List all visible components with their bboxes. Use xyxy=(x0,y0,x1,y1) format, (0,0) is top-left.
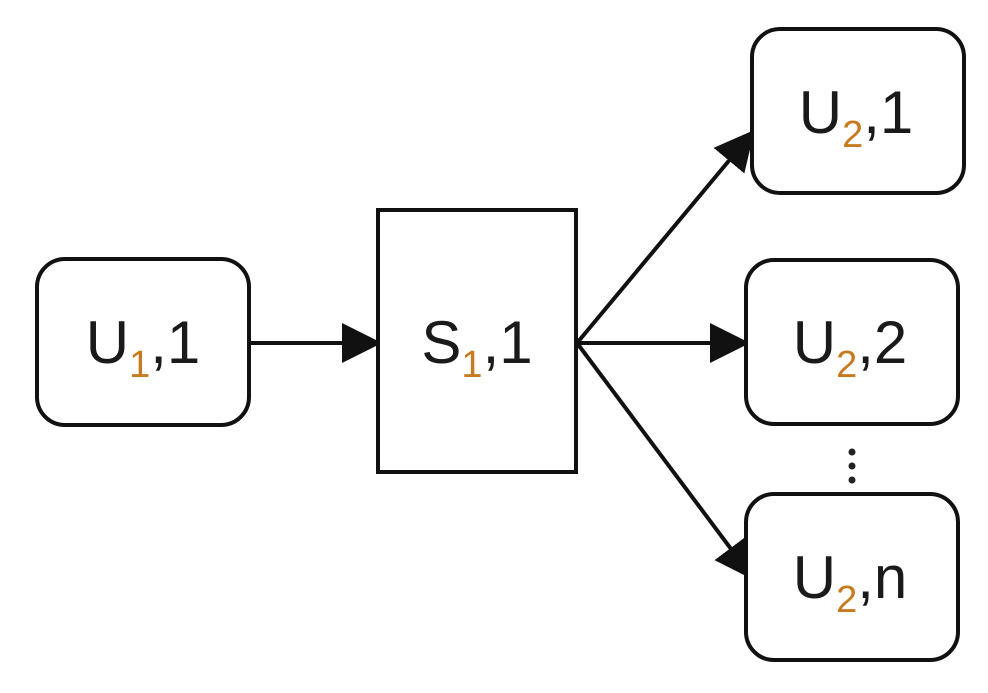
node-u1-1-box xyxy=(35,257,251,427)
node-s1-1-box xyxy=(376,208,578,474)
node-u2-1-box xyxy=(750,27,966,195)
node-u2-1-label: U2,1 xyxy=(799,79,914,156)
node-u2-2-box xyxy=(744,258,960,426)
node-u1-1: U1,1 xyxy=(35,257,251,427)
node-u2-1: U2,1 xyxy=(750,27,966,195)
node-u1-1-label: U1,1 xyxy=(86,309,201,386)
ellipsis-dot-middle xyxy=(848,462,856,470)
node-u2-n-label: U2,n xyxy=(793,544,908,621)
vertical-ellipsis xyxy=(848,448,856,484)
node-s1-1-label: S1,1 xyxy=(421,309,532,386)
ellipsis-dot-top xyxy=(848,448,856,456)
node-u2-n-box xyxy=(744,492,960,662)
ellipsis-dot-bottom xyxy=(848,476,856,484)
node-u2-n: U2,n xyxy=(744,492,960,662)
edge-s1-to-u2-1 xyxy=(575,129,755,345)
node-u2-2-label: U2,2 xyxy=(793,309,908,386)
node-s1-1: S1,1 xyxy=(376,208,578,474)
node-u2-2: U2,2 xyxy=(744,258,960,426)
edge-s1-to-u2-n xyxy=(575,341,755,581)
